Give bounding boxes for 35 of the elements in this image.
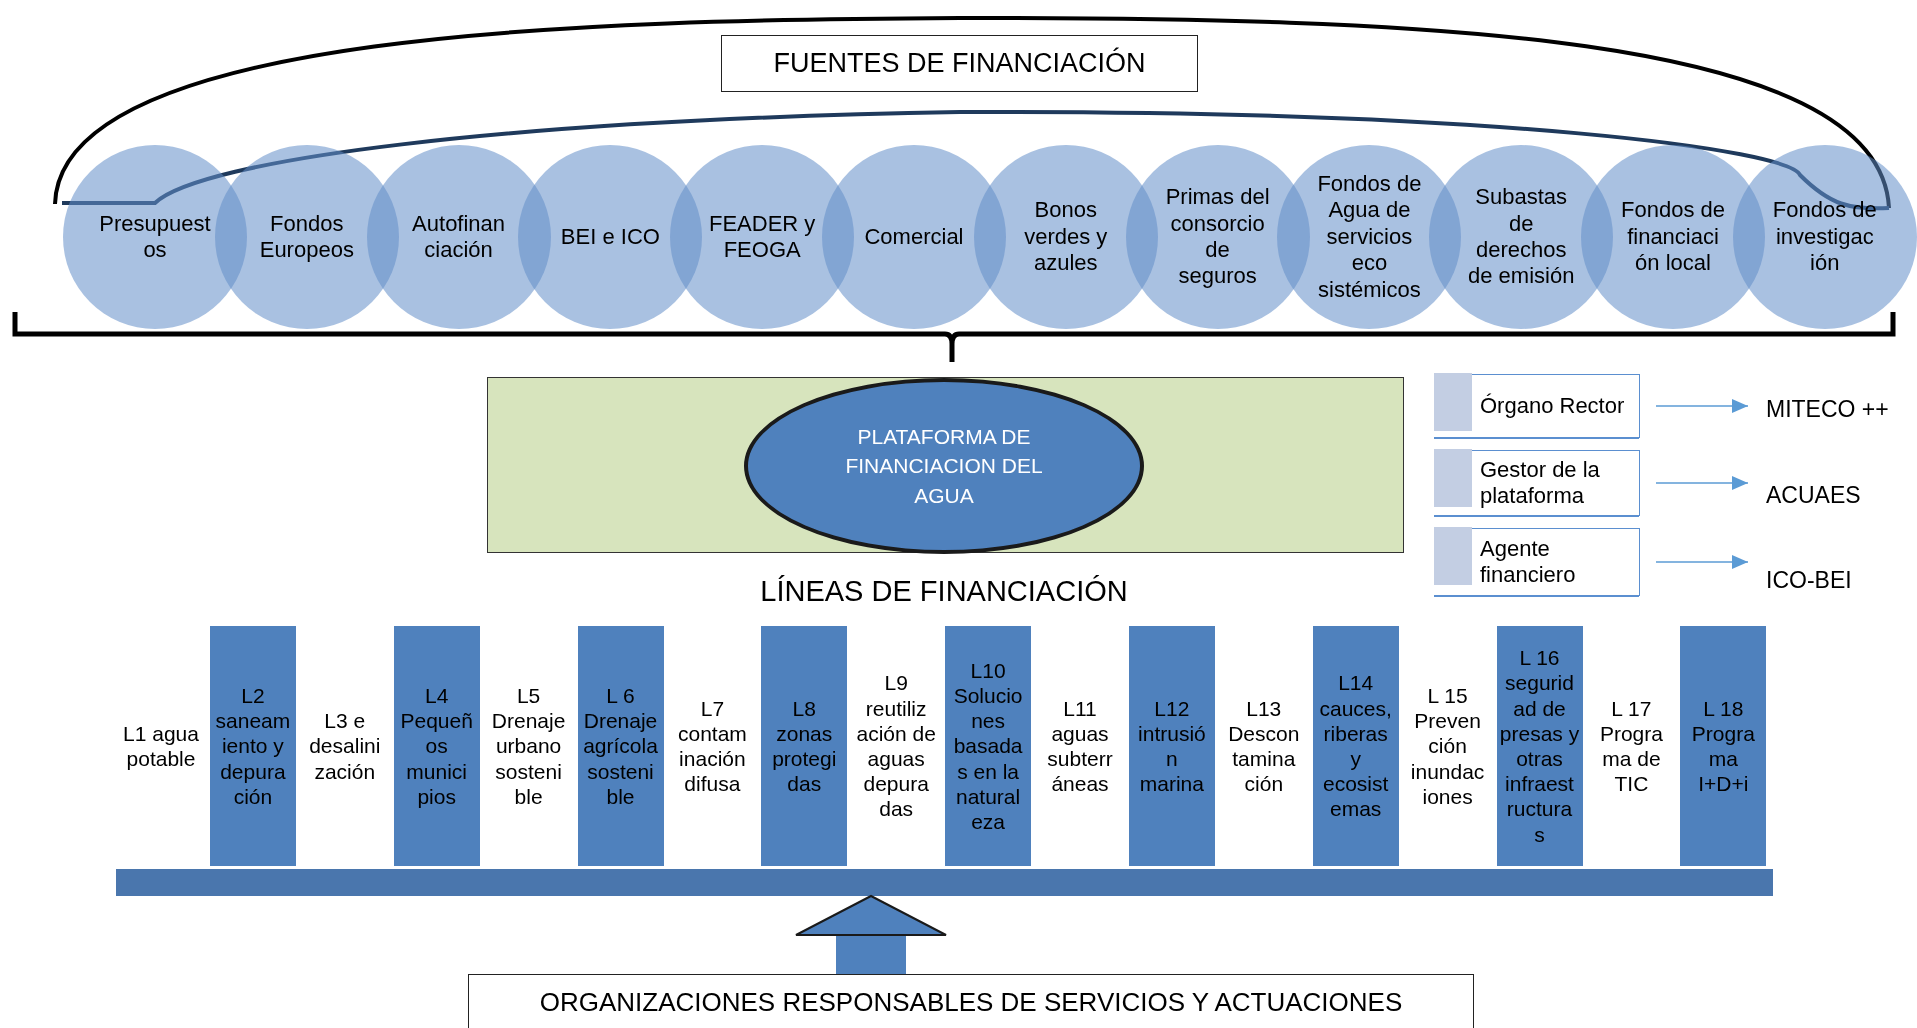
funding-line-label: L9 reutiliz ación de aguas depura das bbox=[853, 626, 940, 866]
funding-line-bar: L4 Pequeñ os munici pios bbox=[393, 626, 480, 866]
entity-label: MITECO ++ bbox=[1766, 390, 1906, 430]
funding-line-bar: L8 zonas protegi das bbox=[761, 626, 848, 866]
funding-line-bar: L14 cauces, riberas y ecosist emas bbox=[1312, 626, 1399, 866]
funding-line-label: L3 e desalini zación bbox=[301, 626, 388, 866]
arrow bbox=[1655, 555, 1749, 569]
funding-line-bar: L10 Solucio nes basada s en la natural eza bbox=[945, 626, 1032, 866]
platform-ellipse: PLATAFORMA DE FINANCIACION DEL AGUA bbox=[744, 378, 1144, 554]
role-box: Órgano Rector bbox=[1434, 374, 1640, 438]
funding-line-bar: L2 saneam iento y depura ción bbox=[209, 626, 296, 866]
base-bar bbox=[116, 869, 1773, 896]
panel-box bbox=[487, 377, 1404, 553]
arrow bbox=[1655, 399, 1749, 413]
funding-line-bar: L 16 segurid ad de presas y otras infraest ructura s bbox=[1496, 626, 1583, 866]
funding-line-label: L11 aguas subterr áneas bbox=[1037, 626, 1123, 866]
funding-line-label: L 15 Preven ción inundac iones bbox=[1404, 626, 1491, 866]
arrow bbox=[1655, 476, 1749, 490]
funding-line-bar: L12 intrusió n marina bbox=[1128, 626, 1215, 866]
entity-label: ACUAES bbox=[1766, 476, 1906, 516]
funding-line-bar: L 18 Progra ma I+D+i bbox=[1680, 626, 1767, 866]
role-box: Agente financiero bbox=[1434, 528, 1640, 596]
block-arrow bbox=[795, 895, 947, 974]
funding-source-circle: Fondos de investigac ión bbox=[1732, 145, 1917, 329]
funding-line-label: L7 contam inación difusa bbox=[669, 626, 756, 866]
funding-line-label: L1 agua potable bbox=[118, 626, 204, 866]
role-box: Gestor de la plataforma bbox=[1434, 450, 1640, 516]
funding-line-label: L13 Descon tamina ción bbox=[1220, 626, 1307, 866]
funding-line-label: L5 Drenaje urbano sosteni ble bbox=[485, 626, 572, 866]
title-box: FUENTES DE FINANCIACIÓN bbox=[721, 35, 1198, 92]
funding-line-bar: L 6 Drenaje agrícola sosteni ble bbox=[577, 626, 664, 866]
organizations-box: ORGANIZACIONES RESPONSABLES DE SERVICIOS Y ACTUACIONES bbox=[468, 974, 1474, 1028]
entity-label: ICO-BEI bbox=[1766, 561, 1906, 601]
section-heading: LÍNEAS DE FINANCIACIÓN bbox=[759, 575, 1129, 608]
funding-line-label: L 17 Progra ma de TIC bbox=[1588, 626, 1675, 866]
